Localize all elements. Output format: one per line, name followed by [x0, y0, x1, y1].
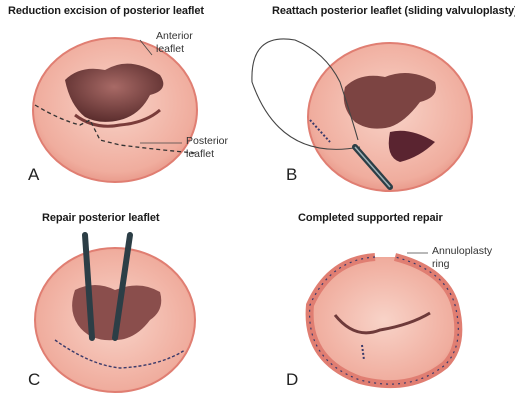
forceps-left — [82, 232, 95, 341]
anterior-leaflet — [343, 73, 436, 129]
panel-c-letter: C — [28, 370, 41, 389]
annuloplasty-ring — [305, 253, 463, 389]
panel-c-title: Repair posterior leaflet — [42, 212, 160, 224]
coaptation-line — [333, 311, 431, 335]
panel-d-illustration — [305, 252, 463, 389]
posterior-leaflet-excision-line — [34, 104, 196, 154]
panel-d-letter: D — [286, 370, 299, 389]
anterior-leaflet-pointer — [139, 39, 153, 56]
suture-loop — [251, 38, 361, 150]
panel-c-illustration — [34, 232, 196, 393]
needle-holder-highlight — [354, 146, 391, 188]
panel-a-title: Reduction excision of posterior leaflet — [8, 5, 204, 17]
anterior-leaflet — [65, 63, 164, 122]
panel-b-title: Reattach posterior leaflet (sliding valv… — [272, 5, 515, 17]
panel-a-illustration — [32, 37, 198, 183]
panel-b-illustration — [251, 38, 473, 192]
panel-b-letter: B — [286, 165, 298, 184]
posterior-leaflet-suture-line — [54, 339, 186, 369]
suture-line — [309, 119, 331, 143]
panel-a-letter: A — [28, 165, 40, 184]
repaired-suture — [361, 344, 365, 361]
panel-d-title: Completed supported repair — [298, 212, 443, 224]
forceps-right — [112, 232, 133, 341]
reattached-posterior-leaflet — [388, 130, 435, 162]
